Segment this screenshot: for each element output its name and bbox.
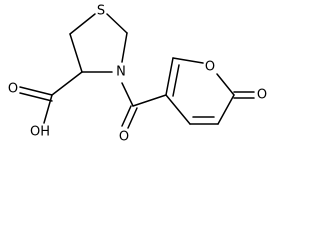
- bond-amide-to-ring: [132, 94, 167, 107]
- bond-amide-carbonyl-1: [121, 105, 132, 127]
- amide-group: [121, 82, 167, 129]
- bond-c5-c6-2: [172, 64, 180, 97]
- carboxylic-acid-group: [19, 71, 83, 124]
- molecule-diagram: S N O OH O O O: [8, 4, 267, 145]
- atom-acid-carbonyl-oxygen: O: [8, 82, 18, 97]
- bond-c4-ch2: [69, 33, 83, 73]
- thiazolidine-ring: [69, 13, 128, 73]
- bond-ch2-s: [69, 13, 96, 35]
- atom-acid-hydroxyl: OH: [30, 125, 50, 140]
- atom-labels: S N O OH O O O: [8, 4, 267, 145]
- bond-c2-c3: [217, 94, 235, 125]
- bond-acid-carbonyl-1: [19, 86, 53, 96]
- atom-lactone-carbonyl-oxygen: O: [257, 88, 267, 103]
- bond-ch2-n: [121, 32, 128, 63]
- bond-c6-o1: [172, 57, 204, 64]
- bond-s-ch2: [106, 13, 128, 34]
- bond-o1-c2: [216, 73, 235, 96]
- atom-sulfur: S: [97, 4, 105, 19]
- atom-amide-oxygen: O: [119, 130, 129, 145]
- atom-ring-oxygen: O: [205, 60, 215, 75]
- bond-c4-acid-carbon: [51, 71, 83, 96]
- bond-c5-c6-1: [165, 57, 174, 96]
- bond-n-amide-carbon: [121, 82, 134, 107]
- bond-c4-c5: [165, 94, 191, 125]
- atom-nitrogen: N: [116, 65, 126, 80]
- bond-amide-carbonyl-2: [127, 107, 138, 129]
- pyranone-ring: [165, 57, 255, 125]
- bond-acid-carbonyl-2: [19, 92, 53, 102]
- bond-acid-hydroxyl: [43, 94, 53, 124]
